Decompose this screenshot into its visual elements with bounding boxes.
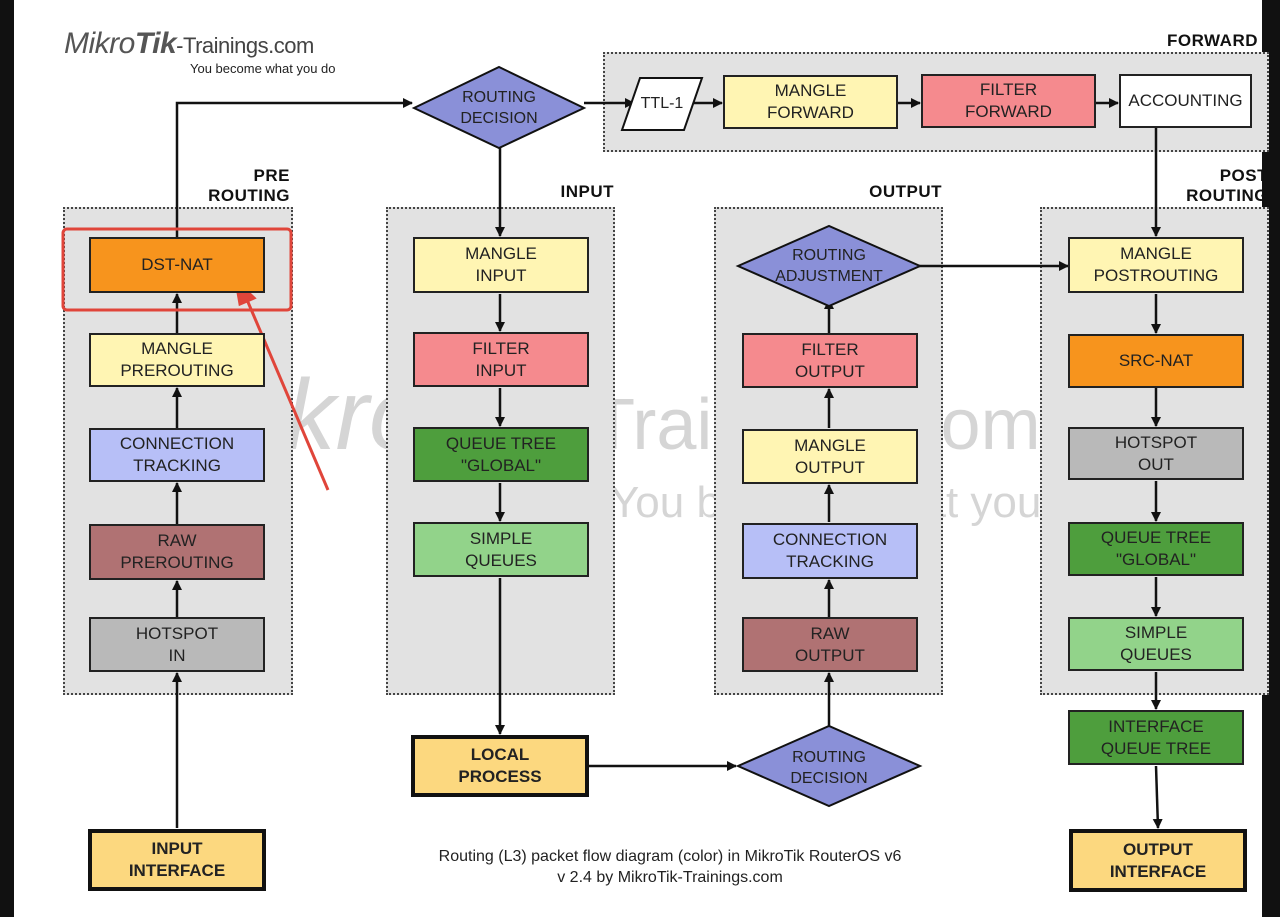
hotspot-in-box: HOTSPOT IN <box>89 617 265 672</box>
routing-adjustment: ROUTING ADJUSTMENT <box>775 247 883 285</box>
raw-prerouting-box: RAW PREROUTING <box>89 524 265 580</box>
connection-tracking-pre-box: CONNECTION TRACKING <box>89 428 265 482</box>
ttl-shape <box>620 77 704 131</box>
dst-nat-highlight <box>61 227 293 312</box>
logo-brand-a: Mikro <box>64 27 135 60</box>
interface-queue-tree-box: INTERFACE QUEUE TREE <box>1068 710 1244 765</box>
caption-line-2: v 2.4 by MikroTik-Trainings.com <box>557 869 783 886</box>
routing-decision-bottom: ROUTING DECISION <box>790 749 868 787</box>
mangle-input-box: MANGLE INPUT <box>413 237 589 293</box>
ttl-label: TTL-1 <box>640 95 684 112</box>
local-process-box: LOCAL PROCESS <box>411 735 589 797</box>
mangle-forward-box: MANGLE FORWARD <box>723 75 898 129</box>
simple-queues-post-box: SIMPLE QUEUES <box>1068 617 1244 671</box>
label-prerouting: PRE ROUTING <box>208 166 290 205</box>
output-interface-box: OUTPUT INTERFACE <box>1069 829 1247 892</box>
logo: MikroTik-Trainings.com You become what y… <box>64 28 336 76</box>
routing-decision-top: ROUTING DECISION <box>460 89 538 127</box>
routing-adjustment-shape <box>735 224 923 308</box>
queue-tree-global-post-box: QUEUE TREE "GLOBAL" <box>1068 522 1244 576</box>
filter-input-box: FILTER INPUT <box>413 332 589 387</box>
filter-forward-box: FILTER FORWARD <box>921 74 1096 128</box>
queue-tree-global-input-box: QUEUE TREE "GLOBAL" <box>413 427 589 482</box>
logo-domain: -Trainings.com <box>176 33 314 58</box>
src-nat-box: SRC-NAT <box>1068 334 1244 388</box>
dst-nat-box: DST-NAT <box>89 237 265 293</box>
highlight-arrow <box>240 287 330 491</box>
accounting-box: ACCOUNTING <box>1119 74 1252 128</box>
input-interface-box: INPUT INTERFACE <box>88 829 266 891</box>
raw-output-box: RAW OUTPUT <box>742 617 918 672</box>
caption-line-1: Routing (L3) packet flow diagram (color)… <box>438 848 902 865</box>
hotspot-out-box: HOTSPOT OUT <box>1068 427 1244 480</box>
label-postrouting: POST ROUTING <box>1186 166 1268 205</box>
label-output: OUTPUT <box>869 182 942 201</box>
connection-tracking-output-box: CONNECTION TRACKING <box>742 523 918 579</box>
caption: Routing (L3) packet flow diagram (color)… <box>370 846 970 888</box>
arrow-interface-to-output-iface <box>1152 765 1163 829</box>
logo-brand-b: Tik <box>134 27 177 60</box>
mangle-postrouting-box: MANGLE POSTROUTING <box>1068 237 1244 293</box>
label-forward: FORWARD <box>1166 31 1258 50</box>
mangle-output-box: MANGLE OUTPUT <box>742 429 918 484</box>
arrow-dstnat-to-routing <box>175 98 413 237</box>
left-border <box>0 0 14 917</box>
label-input: INPUT <box>560 182 614 201</box>
filter-output-box: FILTER OUTPUT <box>742 333 918 388</box>
mangle-prerouting-box: MANGLE PREROUTING <box>89 333 265 387</box>
simple-queues-input-box: SIMPLE QUEUES <box>413 522 589 577</box>
logo-tagline: You become what you do <box>190 61 336 76</box>
routing-decision-top-shape <box>411 65 587 150</box>
routing-decision-bottom-shape <box>735 724 923 808</box>
